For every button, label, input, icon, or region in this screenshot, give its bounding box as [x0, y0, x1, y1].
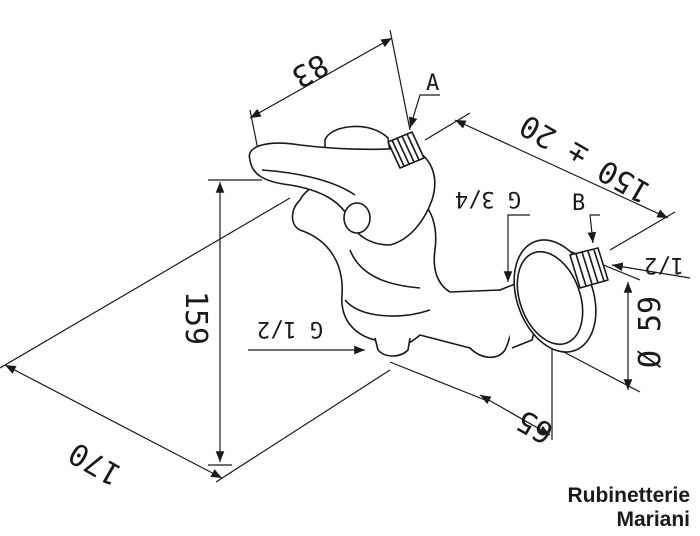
dim-170-text: 170: [63, 435, 127, 492]
leader-lines: [248, 94, 691, 355]
leader-g12-right: [611, 262, 691, 279]
dim-83-ext-right: [389, 29, 411, 131]
spout-outlet: [374, 337, 411, 357]
dim-83-line: [249, 37, 393, 119]
dim-65-ext-left: [389, 361, 486, 401]
leader-g34: [503, 214, 530, 282]
label-g12-left: G 1/2: [257, 316, 323, 341]
dim-170-ext-right: [215, 369, 391, 483]
dim-150-ext-top: [424, 112, 471, 141]
dim-150-text: 150 ± 20: [514, 107, 657, 210]
dim-59-text: Ø 59: [633, 296, 668, 368]
dim-59-ext-bottom: [559, 349, 641, 393]
brand-line-2: Mariani: [616, 508, 690, 531]
lever-handle: [248, 142, 436, 246]
dim-65-line: [479, 394, 551, 436]
body-contour: [349, 249, 421, 289]
lever-hub: [343, 202, 371, 234]
body-contour-2: [344, 299, 431, 317]
wall-flange-inner: [516, 250, 584, 346]
brand-line-1: Rubinetterie: [567, 484, 690, 507]
dim-170-ext-left: [0, 197, 291, 369]
dim-159-text: 159: [178, 291, 213, 345]
dim-150-line: [454, 119, 669, 219]
label-g12-right: 1/2: [644, 252, 684, 277]
lever-grip-line: [261, 169, 356, 196]
connector-b: [569, 247, 609, 289]
label-g34: G 3/4: [455, 186, 521, 211]
brand-logo: Rubinetterie Mariani: [567, 484, 690, 532]
leader-b: [587, 214, 600, 244]
dim-170-line: [4, 364, 223, 479]
faucet-drawing: [248, 125, 609, 359]
connector-a: [387, 131, 425, 169]
label-a: A: [426, 71, 439, 96]
dim-150-ext-bottom: [609, 211, 676, 251]
leader-a: [408, 94, 440, 129]
dim-83-text: 83: [285, 46, 334, 94]
label-b: B: [572, 191, 585, 216]
